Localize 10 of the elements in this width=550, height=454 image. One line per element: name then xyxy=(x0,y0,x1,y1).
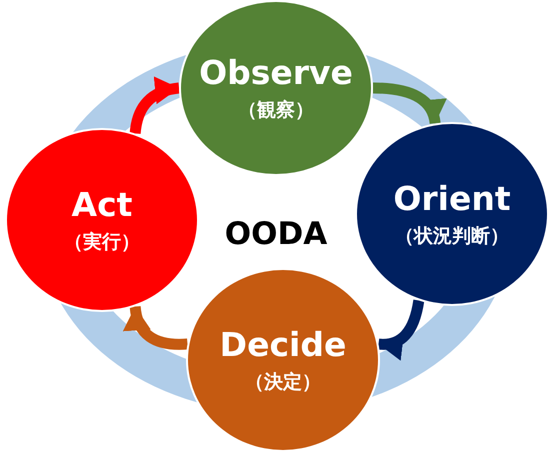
step-subtitle: （状況判断） xyxy=(395,224,509,249)
step-name: Observe xyxy=(199,53,353,93)
step-subtitle: （実行） xyxy=(64,230,140,255)
center-title: OODA xyxy=(224,216,328,252)
step-name: Decide xyxy=(220,325,346,365)
step-name: Orient xyxy=(393,179,511,219)
cycle-arrow xyxy=(372,82,446,124)
step-subtitle: （決定） xyxy=(245,370,321,395)
step-name: Act xyxy=(72,185,132,225)
step-subtitle: （観察） xyxy=(238,98,314,123)
